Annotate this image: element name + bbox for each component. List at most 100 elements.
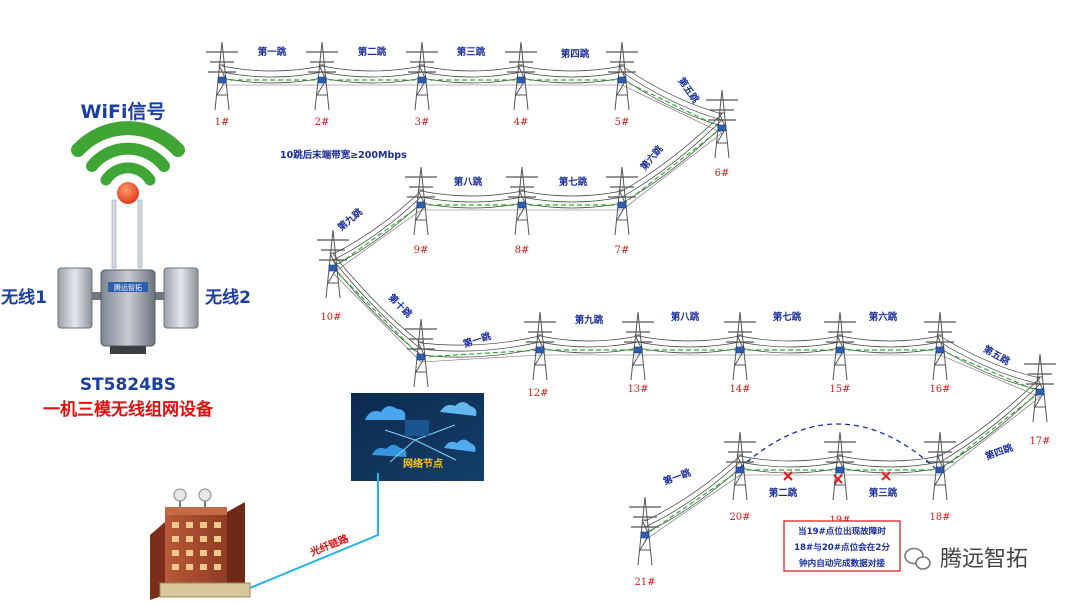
transmission-tower [629,496,661,566]
radio-unit [416,201,426,209]
tower-label: 13# [627,384,648,395]
transmission-tower [506,166,538,236]
wireless-link [939,349,1041,393]
conductor-line [520,71,623,78]
device-description: 一机三模无线组网设备 [43,399,214,420]
transmission-tower [505,41,537,111]
radio-unit [835,466,845,474]
conductor-line [521,190,623,197]
tower-label: 3# [415,117,430,128]
hop-label: 第三跳 [457,46,486,58]
conductor-line [637,341,741,348]
device-model: ST5824BS [80,375,176,395]
tower-label: 20# [729,512,750,523]
transmission-tower [706,89,738,159]
tower-label: 21# [634,577,655,588]
wireless-link [644,469,741,536]
conductor-line [739,461,841,468]
tower-label: 7# [615,245,630,256]
conductor-line [621,113,723,192]
fault-x-marks [783,471,891,484]
conductor-line [521,196,623,203]
radio-unit [328,264,338,272]
fault-note-line1: 当19#点位出现故障时 [798,525,886,537]
radio-unit [417,76,427,84]
hop-label: 第二跳 [769,487,798,499]
radio-unit [935,466,945,474]
tower-label: 17# [1029,436,1050,447]
network-node-image [351,393,484,481]
hop-label: 第八跳 [671,311,700,323]
conductor-line [539,335,639,342]
conductor-line [644,461,741,528]
conductor-line [939,354,1041,398]
conductor-line [644,474,741,541]
antenna-right-label: 无线2 [204,287,251,308]
radio-unit [640,531,650,539]
bandwidth-note: 10跳后末端带宽≥200Mbps [280,149,407,161]
hop-label: 第一跳 [462,330,493,350]
radio-unit [416,353,426,361]
hop-label: 第七跳 [773,311,802,323]
tower-label: 6# [715,168,730,179]
transmission-tower [306,41,338,111]
conductor-line [332,196,422,261]
radio-unit [717,124,727,132]
transmission-tower [622,311,654,381]
transmission-tower [206,41,238,111]
wifi-label: WiFi信号 [81,100,166,123]
radio-unit [516,76,526,84]
conductor-line [739,335,841,342]
transmission-tower [824,431,856,501]
radio-unit [517,201,527,209]
tower-label: 9# [414,245,429,256]
wireless-link [420,349,541,358]
transmission-tower [824,311,856,381]
conductor-line [839,335,941,342]
transmission-tower [924,431,956,501]
conductor-line [421,71,522,78]
tower-label: 10# [320,312,341,323]
hop-label: 第五跳 [981,343,1012,368]
conductor-line [739,455,841,462]
conductor-line [739,341,841,348]
transmission-tower [606,166,638,236]
tower-layer: 1#2#3#4#5#6#7#8#9#10#11#12#13#14#15#16#1… [206,41,1056,588]
conductor-line [939,396,1041,476]
radio-unit [317,76,327,84]
hop-label: 第五跳 [675,75,701,106]
hop-label: 第六跳 [869,311,898,323]
wireless-link [332,267,422,358]
conductor-line [939,341,1041,385]
transmission-tower [406,41,438,111]
transmission-tower [405,166,437,236]
conductor-line [332,265,422,356]
hop-label: 第九跳 [335,206,365,234]
hop-label: 第六跳 [638,143,666,173]
device-brand-plate: 腾远智拓 [114,283,142,292]
transmission-tower [1024,353,1056,423]
hop-label: 第七跳 [559,176,588,188]
radio-unit [1035,388,1045,396]
wireless-link [621,127,723,206]
tower-label: 16# [929,384,950,395]
conductor-line [839,455,941,462]
conductor-line [332,209,422,274]
radio-unit [535,346,545,354]
watermark: 腾远智拓 [940,547,1028,572]
conductor-line [539,341,639,348]
transmission-tower [924,311,956,381]
data-center-building [150,488,251,600]
conductor-line [644,455,741,522]
conductor-line [332,190,422,255]
transmission-tower [317,229,349,299]
conductor-line [621,65,723,115]
fiber-cable [244,473,379,591]
hop-label: 第四跳 [561,48,590,60]
radio-unit [735,466,745,474]
hop-label: 第九跳 [575,314,604,326]
transmission-tower [405,318,437,388]
wifi-icon [71,121,185,204]
conductor-lines [221,65,1041,541]
hop-label: 第一跳 [662,467,693,488]
